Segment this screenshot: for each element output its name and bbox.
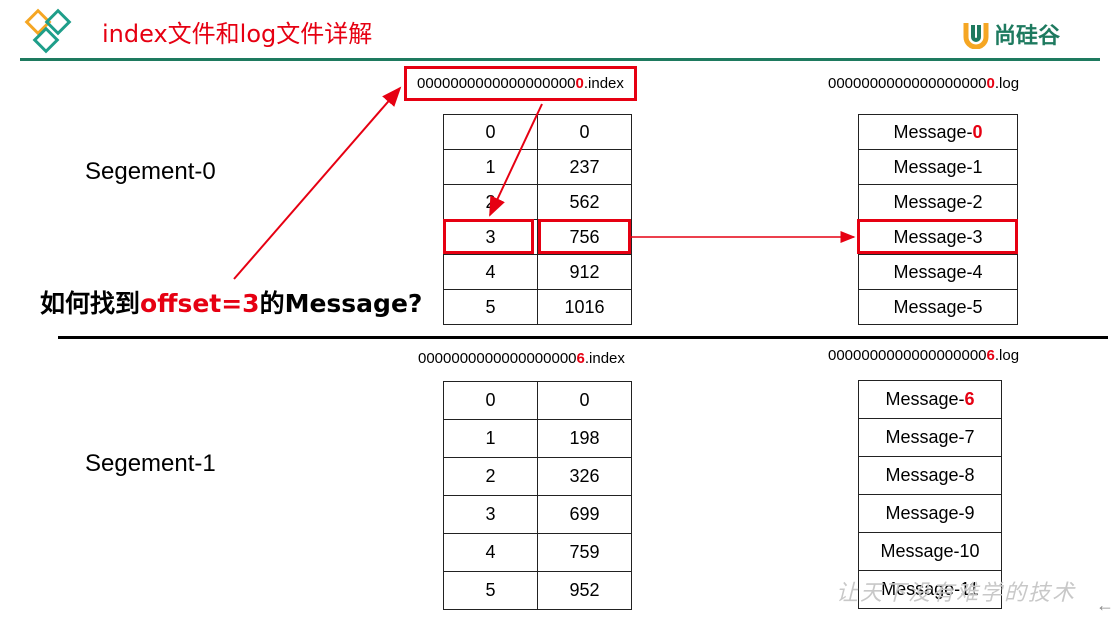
- log-message-cell: Message-1: [858, 149, 1018, 185]
- log-message-cell: Message-3: [858, 219, 1018, 255]
- brand-u-icon: [963, 23, 989, 49]
- segment1-index-filename: 00000000000000000006.index: [418, 350, 625, 367]
- index-position-cell: 1016: [537, 289, 632, 325]
- arrow-question-to-index: [233, 86, 402, 280]
- log-row: Message-7: [858, 418, 1002, 457]
- segment1-log-filename: 00000000000000000006.log: [828, 347, 1020, 364]
- index-position-cell: 562: [537, 184, 632, 220]
- log-row: Message-8: [858, 456, 1002, 495]
- log-row: Message-0: [858, 114, 1018, 150]
- index-position-cell: 952: [537, 571, 632, 610]
- index-offset-cell: 4: [443, 533, 538, 572]
- log-row: Message-2: [858, 184, 1018, 220]
- log-row: Message-4: [858, 254, 1018, 290]
- log-message-cell: Message-7: [858, 418, 1002, 457]
- segment1-label: Segement-1: [85, 450, 216, 477]
- log-message-cell: Message-9: [858, 494, 1002, 533]
- index-position-cell: 699: [537, 495, 632, 534]
- log-message-cell: Message-6: [858, 380, 1002, 419]
- log-message-cell: Message-11: [858, 570, 1002, 609]
- back-arrow-icon[interactable]: ←: [1096, 595, 1114, 615]
- index-offset-cell: 2: [443, 457, 538, 496]
- index-offset-cell: 3: [443, 219, 538, 255]
- highlight-offset-cell: [443, 219, 534, 254]
- index-offset-cell: 1: [443, 419, 538, 458]
- index-offset-cell: 1: [443, 149, 538, 185]
- page-title: index文件和log文件详解: [102, 20, 373, 48]
- log-row: Message-3: [858, 219, 1018, 255]
- brand-logo: 尚硅谷: [962, 18, 1060, 50]
- index-position-cell: 0: [537, 381, 632, 420]
- index-offset-cell: 0: [443, 381, 538, 420]
- log-message-cell: Message-5: [858, 289, 1018, 325]
- segment-separator: [58, 336, 1108, 339]
- index-position-cell: 756: [537, 219, 632, 255]
- log-row: Message-6: [858, 380, 1002, 419]
- index-position-cell: 912: [537, 254, 632, 290]
- index-offset-cell: 5: [443, 571, 538, 610]
- log-message-cell: Message-8: [858, 456, 1002, 495]
- index-offset-cell: 3: [443, 495, 538, 534]
- log-row: Message-9: [858, 494, 1002, 533]
- log-row: Message-1: [858, 149, 1018, 185]
- watermark: 让天下没有难学的技术: [836, 581, 1077, 606]
- logo-diamonds-icon: [24, 8, 72, 54]
- highlight-position-cell: [538, 219, 631, 254]
- log-row: Message-11: [858, 570, 1002, 609]
- log-message-cell: Message-0: [858, 114, 1018, 150]
- index-offset-cell: 5: [443, 289, 538, 325]
- index-position-cell: 237: [537, 149, 632, 185]
- highlight-message-cell: [857, 219, 1018, 254]
- index-position-cell: 326: [537, 457, 632, 496]
- segment0-index-filename: 00000000000000000000.index: [404, 66, 637, 101]
- log-row: Message-10: [858, 532, 1002, 571]
- segment0-log-filename: 00000000000000000000.log: [828, 75, 1020, 92]
- index-position-cell: 0: [537, 114, 632, 150]
- index-offset-cell: 2: [443, 184, 538, 220]
- index-position-cell: 759: [537, 533, 632, 572]
- log-message-cell: Message-10: [858, 532, 1002, 571]
- index-position-cell: 198: [537, 419, 632, 458]
- brand-name: 尚硅谷: [994, 24, 1061, 49]
- question-text: 如何找到offset=3的Message?: [40, 289, 423, 318]
- segment0-label: Segement-0: [85, 158, 216, 185]
- index-offset-cell: 4: [443, 254, 538, 290]
- header-divider: [20, 58, 1100, 61]
- log-message-cell: Message-2: [858, 184, 1018, 220]
- log-message-cell: Message-4: [858, 254, 1018, 290]
- log-row: Message-5: [858, 289, 1018, 325]
- index-offset-cell: 0: [443, 114, 538, 150]
